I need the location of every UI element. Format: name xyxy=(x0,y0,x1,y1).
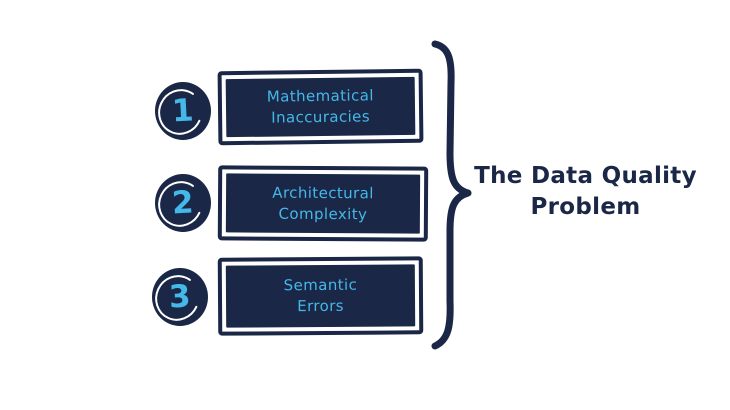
step-3-badge: 3 xyxy=(152,268,208,326)
label-box-1-line2: Inaccuracies xyxy=(271,107,371,127)
diagram-title-line1: The Data Quality xyxy=(474,163,697,189)
step-3-number: 3 xyxy=(168,277,192,316)
diagram-title: The Data Quality Problem xyxy=(458,161,713,223)
label-box-3-inner: Semantic Errors xyxy=(225,264,416,328)
label-box-3: Semantic Errors xyxy=(217,256,424,336)
label-box-2: Architectural Complexity xyxy=(217,165,429,242)
label-box-1: Mathematical Inaccuracies xyxy=(217,68,424,146)
label-box-1-inner: Mathematical Inaccuracies xyxy=(225,76,416,138)
label-box-1-text: Mathematical Inaccuracies xyxy=(267,85,375,128)
step-2-badge: 2 xyxy=(155,174,211,232)
step-2-number: 2 xyxy=(171,183,195,222)
sketch-ring-icon xyxy=(155,275,200,321)
step-1-badge: 1 xyxy=(155,82,211,140)
label-box-2-line1: Architectural xyxy=(272,183,374,202)
step-1-number: 1 xyxy=(171,91,195,130)
label-box-3-text: Semantic Errors xyxy=(284,275,358,318)
label-box-3-line1: Semantic xyxy=(283,275,358,295)
sketch-ring-icon xyxy=(158,181,203,227)
curly-brace-icon xyxy=(431,40,472,350)
label-box-2-line2: Complexity xyxy=(278,204,368,223)
label-box-2-inner: Architectural Complexity xyxy=(225,173,421,234)
label-box-1-line1: Mathematical xyxy=(266,86,374,106)
diagram-title-line2: Problem xyxy=(530,194,641,220)
sketch-ring-icon xyxy=(158,89,203,135)
label-box-3-line2: Errors xyxy=(297,296,345,316)
label-box-2-text: Architectural Complexity xyxy=(272,182,374,225)
